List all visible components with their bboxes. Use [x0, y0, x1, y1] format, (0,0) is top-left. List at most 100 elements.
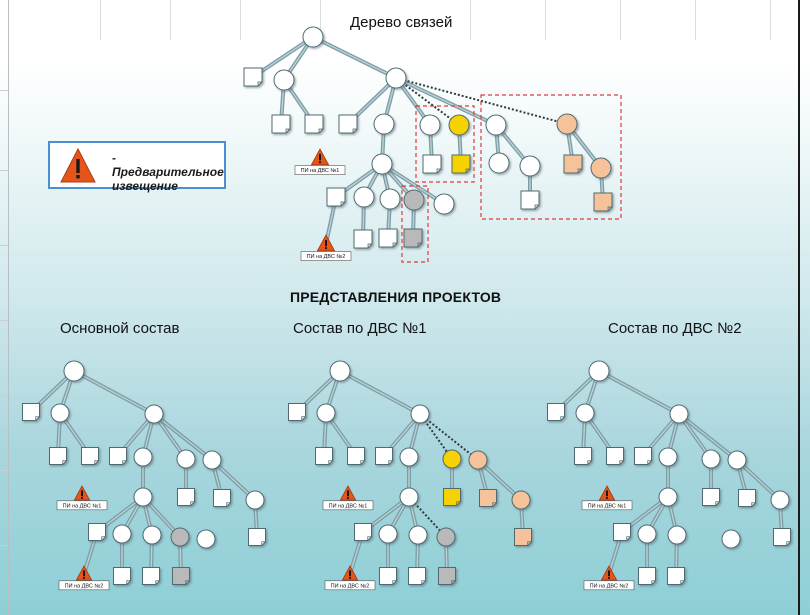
tree-node-document — [142, 567, 160, 585]
notice-tag — [583, 580, 635, 591]
tree-link-highlight — [211, 459, 256, 501]
tree-node-document — [702, 488, 720, 506]
document-fold — [35, 416, 40, 421]
document-fold — [587, 460, 592, 465]
notice-tag-text: ПИ на ДВС №2 — [331, 583, 370, 589]
tree-node-circle — [727, 450, 747, 470]
tree-node-circle — [637, 524, 657, 544]
diagram-title: Дерево связей — [350, 14, 453, 31]
document-fold — [62, 460, 67, 465]
tree-link-highlight — [73, 370, 155, 415]
tree-node-circle — [403, 189, 425, 211]
tree-node-circle — [410, 404, 430, 424]
tree-node-document — [638, 567, 656, 585]
tree-node-circle — [273, 69, 295, 91]
notice-tag-text: ПИ на ДВС №2 — [65, 583, 104, 589]
legend-box: - Предварительное извещение — [48, 141, 226, 193]
tree-node-document — [563, 154, 583, 174]
tree-node-document — [379, 567, 397, 585]
tree-link-highlight — [678, 413, 738, 461]
tree-node-circle — [442, 449, 462, 469]
document-fold — [647, 460, 652, 465]
document-fold — [534, 204, 539, 209]
tree-node-document — [248, 528, 266, 546]
warning-dot — [325, 247, 327, 250]
warning-triangle-icon — [60, 147, 96, 183]
tree-node-document — [338, 114, 358, 134]
document-fold — [465, 168, 470, 173]
document-fold — [360, 460, 365, 465]
document-fold — [190, 501, 195, 506]
warning-dot — [347, 496, 349, 499]
document-fold — [492, 502, 497, 507]
document-fold — [436, 168, 441, 173]
tree-node-document — [443, 488, 461, 506]
tree-node-circle — [590, 157, 612, 179]
tree-node-document — [520, 190, 540, 210]
tree-node-circle — [176, 449, 196, 469]
document-fold — [786, 541, 791, 546]
warning-dot — [608, 576, 610, 579]
notice-tag — [581, 500, 633, 511]
tree-node-circle — [588, 360, 610, 382]
document-fold — [352, 128, 357, 133]
grid-line — [695, 0, 696, 40]
tree-node-document — [304, 114, 324, 134]
document-fold — [340, 201, 345, 206]
tree-node-document — [49, 447, 67, 465]
warning-mark — [606, 490, 608, 496]
grid-line — [770, 0, 771, 40]
notice-tag-text: ПИ на ДВС №1 — [301, 168, 340, 174]
highlight-box — [401, 185, 429, 263]
document-fold — [328, 460, 333, 465]
tree-nodes: ПИ на ДВС №1 ПИ на ДВС №2 ПИ на ДВС №1 ПИ н… — [22, 26, 791, 591]
tree-node-document — [773, 528, 791, 546]
tree-node-circle — [202, 450, 222, 470]
warning-dot — [81, 496, 83, 499]
tree-node-circle — [575, 403, 595, 423]
tree-node-document — [667, 567, 685, 585]
tree-node-document — [113, 567, 131, 585]
tree-node-circle — [433, 193, 455, 215]
tree-node-circle — [770, 490, 790, 510]
tree-node-circle — [112, 524, 132, 544]
tree-node-document — [451, 154, 471, 174]
tree-node-circle — [316, 403, 336, 423]
grid-tick — [0, 470, 8, 471]
warning-dot — [319, 161, 321, 164]
grid-line — [545, 0, 546, 40]
tree-node-circle — [399, 447, 419, 467]
grid-tick — [0, 395, 8, 396]
document-fold — [607, 206, 612, 211]
notice-tag-text: ПИ на ДВС №1 — [588, 503, 627, 509]
document-fold — [456, 501, 461, 506]
tree-node-circle — [196, 529, 216, 549]
grid-tick — [0, 90, 8, 91]
document-fold — [226, 502, 231, 507]
warning-dot — [349, 576, 351, 579]
tree-node-circle — [142, 525, 162, 545]
grid-line — [170, 0, 171, 40]
tree-link-highlight — [312, 36, 397, 79]
tree-node-document — [574, 447, 592, 465]
notice-tag — [300, 251, 352, 261]
tree-link-highlight — [477, 459, 522, 501]
tree-node-document — [243, 67, 263, 87]
tree-node-circle — [133, 487, 153, 507]
tree-node-document — [547, 403, 565, 421]
document-fold — [367, 243, 372, 248]
tree-node-document — [288, 403, 306, 421]
tree-node-document — [593, 192, 613, 212]
tree-node-document — [109, 447, 127, 465]
notice-tag — [58, 580, 110, 591]
left-frame-line — [8, 0, 9, 615]
view-title-dvs1: Состав по ДВС №1 — [293, 320, 427, 337]
grid-tick — [0, 320, 8, 321]
tree-node-document — [326, 187, 346, 207]
tree-link-highlight — [153, 413, 213, 461]
grid-line — [240, 0, 241, 40]
dashed-link — [395, 77, 460, 126]
tree-node-document — [213, 489, 231, 507]
tree-node-document — [81, 447, 99, 465]
